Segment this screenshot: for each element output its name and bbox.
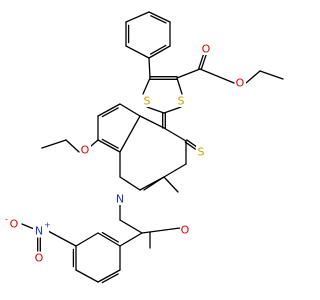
atom-o-ethoxy: O [81, 144, 90, 157]
bond-line [143, 176, 165, 191]
atom-s-thione: S [198, 146, 205, 159]
molecule-structure: S S S O O O O N N + O - O [4, 11, 284, 284]
bond-line [101, 138, 119, 149]
bond-line [101, 273, 119, 284]
bond-line [148, 11, 171, 23]
bond-line [41, 139, 67, 149]
atom-s-right: S [178, 95, 185, 108]
bond-line [150, 15, 167, 24]
atom-o-nitro-minus: O [10, 218, 19, 231]
bond-line [199, 68, 235, 84]
n-nitro-charge: + [44, 221, 51, 230]
atom-o-ester: O [236, 77, 245, 90]
bond-line [119, 176, 141, 191]
bond-layer [21, 11, 284, 284]
bond-line [119, 103, 141, 117]
bond-line [198, 52, 205, 70]
atom-o-amide: O [181, 224, 190, 237]
atom-n-ring: N [116, 193, 124, 206]
atom-n-nitro: N [35, 225, 43, 238]
bond-line [75, 232, 99, 247]
bond-line [200, 53, 207, 71]
bond-line [125, 45, 150, 59]
atom-labels: S S S O O O O N N + O - O [4, 43, 246, 265]
bond-line [97, 139, 121, 153]
bond-line [125, 11, 150, 23]
bond-line [176, 77, 183, 95]
bond-line [119, 115, 141, 153]
bond-line [21, 223, 35, 230]
bond-line [148, 45, 171, 59]
bond-line [176, 68, 201, 79]
bond-line [184, 141, 196, 150]
bond-line [163, 127, 187, 142]
bond-line [139, 115, 165, 129]
bond-line [141, 227, 181, 234]
bond-line [97, 269, 121, 283]
bond-line [47, 230, 77, 247]
bond-line [119, 219, 143, 234]
bond-line [97, 103, 121, 117]
bond-line [259, 70, 284, 80]
bond-line [146, 106, 165, 114]
bond-line [186, 139, 198, 148]
bond-line [75, 269, 99, 283]
atom-s-upper: S [144, 95, 151, 108]
bond-line [65, 139, 80, 153]
bond-line [142, 77, 151, 95]
bond-line [101, 107, 119, 118]
bond-line [97, 232, 121, 247]
atom-o-nitro-double: O [35, 252, 44, 265]
bond-line [163, 176, 179, 193]
bond-line [101, 231, 119, 243]
atom-o-carbonyl-ester: O [202, 43, 211, 56]
bond-line [150, 44, 167, 55]
bond-line [163, 106, 182, 114]
bond-line [119, 232, 143, 247]
bond-line [245, 70, 261, 84]
bond-line [163, 163, 187, 178]
bond-line [148, 57, 151, 79]
o-nitro-minus-charge: - [5, 215, 8, 224]
bond-line [90, 139, 99, 147]
